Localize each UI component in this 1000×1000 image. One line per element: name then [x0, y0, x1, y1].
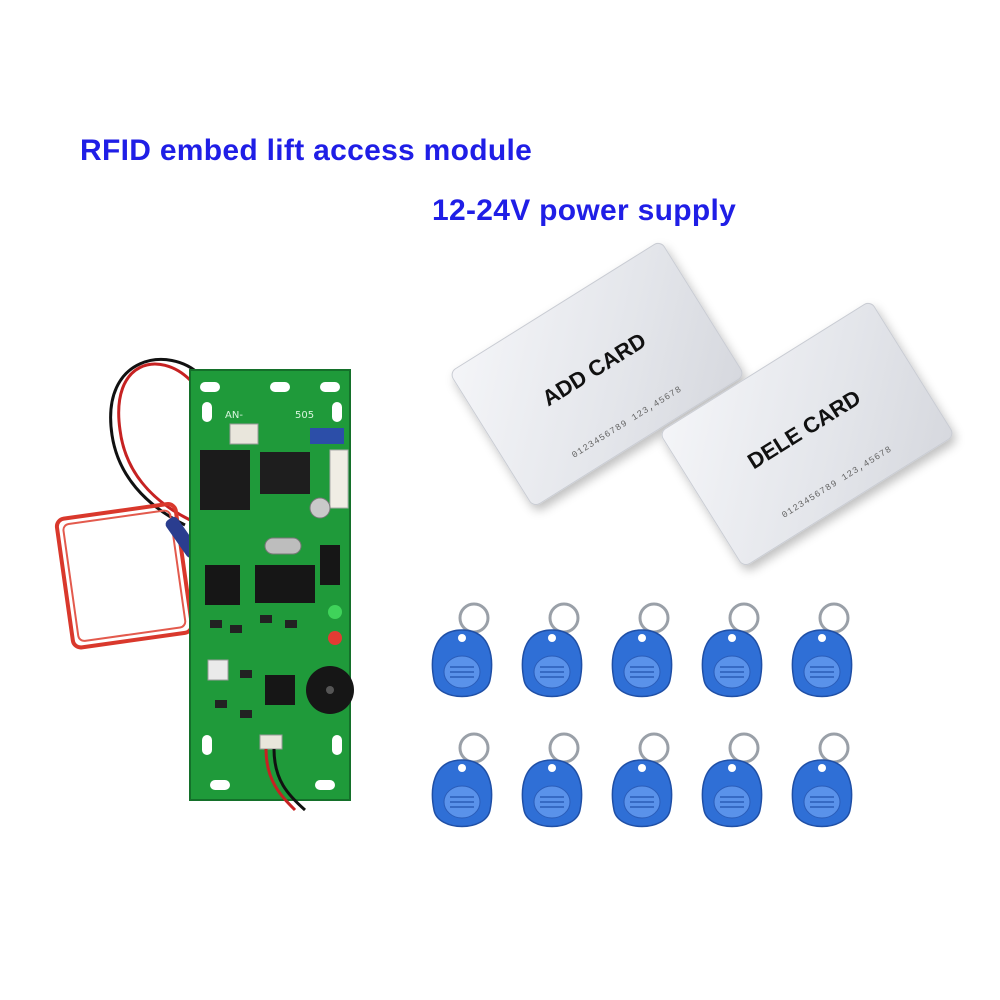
key-fob-hole [728, 764, 736, 772]
key-fob-hole [638, 764, 646, 772]
antenna-wire-red [117, 362, 192, 522]
key-fob [701, 732, 763, 828]
key-ring [638, 602, 670, 634]
antenna-coil [54, 502, 194, 650]
key-fob-hole [728, 634, 736, 642]
key-ring [458, 732, 490, 764]
key-fob-hole [458, 634, 466, 642]
key-ring [818, 602, 850, 634]
green-led [328, 605, 342, 619]
key-ring [458, 602, 490, 634]
product-title: RFID embed lift access module [80, 134, 533, 167]
key-fob [611, 602, 673, 698]
key-fob [791, 602, 853, 698]
red-led [328, 631, 342, 645]
delete-card-number: 0123456789 123,45678 [780, 444, 895, 521]
key-fob [791, 732, 853, 828]
terminal-connector [329, 449, 349, 509]
key-fob-hole [548, 634, 556, 642]
rfid-module-board: AN- 505 [54, 358, 354, 812]
microcontroller-ic [205, 565, 240, 605]
key-fob-hole [548, 764, 556, 772]
key-ring [818, 732, 850, 764]
key-ring [548, 732, 580, 764]
key-fob-hole [458, 764, 466, 772]
key-fob-hole [818, 764, 826, 772]
key-fob-hole [818, 634, 826, 642]
power-supply-subtitle: 12-24V power supply [432, 194, 737, 227]
key-fob-hole [638, 634, 646, 642]
key-fob [431, 602, 493, 698]
board-silkscreen-right: 505 [295, 410, 314, 421]
key-fob [431, 732, 493, 828]
antenna-wire-black [109, 358, 202, 527]
key-ring [548, 602, 580, 634]
key-ring [638, 732, 670, 764]
relay [200, 450, 250, 510]
board-silkscreen-left: AN- [225, 410, 243, 421]
rfid-reader-ic [255, 565, 315, 603]
key-fob [521, 732, 583, 828]
key-fob [611, 732, 673, 828]
key-fob [521, 602, 583, 698]
key-ring [728, 732, 760, 764]
key-fob-grid [431, 602, 853, 828]
key-fob [701, 602, 763, 698]
key-ring [728, 602, 760, 634]
